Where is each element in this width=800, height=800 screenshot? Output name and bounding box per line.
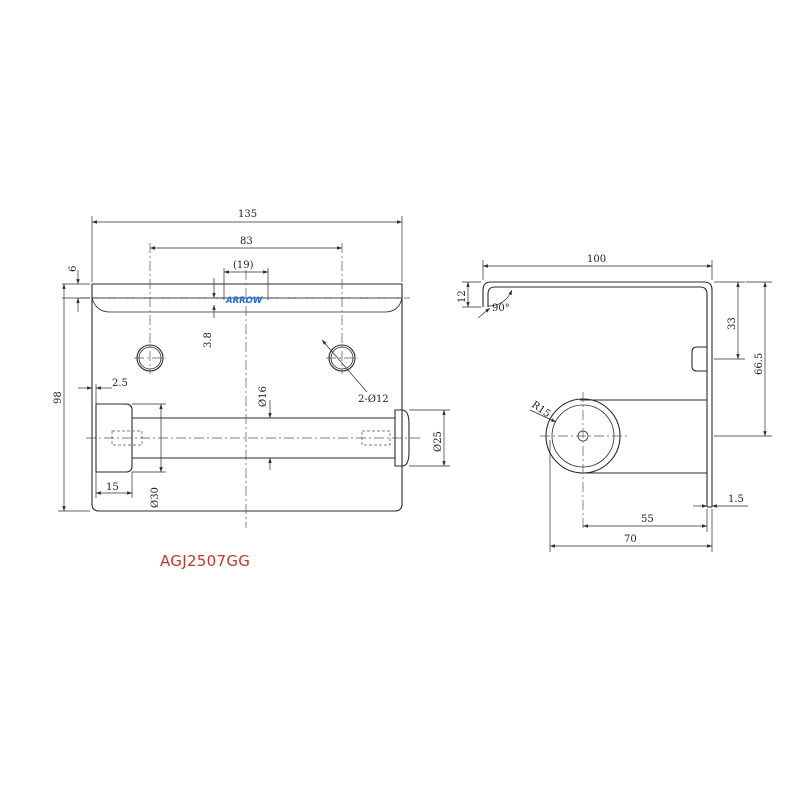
- side-bracket-inner: [487, 286, 708, 507]
- dim-logo-offset: 3.8: [203, 332, 214, 348]
- dim-logo-width: (19): [233, 260, 254, 271]
- dim-radius: R15: [529, 399, 552, 420]
- dim-bar-height: 66.5: [754, 353, 765, 375]
- dim-overall-width: 135: [238, 209, 257, 220]
- dim-overall-depth: 70: [624, 534, 637, 545]
- dim-holes: 2-Ø12: [358, 394, 389, 405]
- dim-angle: 90°: [492, 303, 510, 314]
- dim-cap-diameter: Ø30: [150, 487, 161, 508]
- dim-top-lip: 6: [68, 266, 79, 272]
- side-view: 100 12 90° 33 66.5 R15 55 70: [457, 254, 772, 552]
- dim-bar-offset: 55: [641, 514, 654, 525]
- dim-thickness: 1.5: [728, 494, 744, 505]
- dim-bar-diameter: Ø16: [258, 386, 269, 407]
- dim-cap-length: 15: [106, 482, 119, 493]
- front-plate-outline: [91, 283, 403, 512]
- dim-cap-gap: 2.5: [112, 378, 128, 389]
- front-bar-inner-right: [361, 430, 391, 446]
- dim-end-diameter: Ø25: [433, 431, 444, 452]
- dim-hole-height: 33: [727, 317, 738, 330]
- front-lip-curve: [91, 297, 403, 313]
- side-screw-head: [691, 346, 707, 372]
- model-code-label: AGJ2507GG: [160, 552, 251, 570]
- dim-lip-height: 12: [457, 290, 468, 303]
- brand-logo: ARROW: [225, 296, 263, 306]
- front-end-cap-left: [95, 403, 133, 473]
- front-view: ARROW 135 83 (19) 6 98 3.8 2.5: [53, 209, 450, 528]
- dim-depth: 100: [587, 254, 606, 265]
- front-bar-inner-left: [111, 430, 143, 446]
- dim-hole-spacing: 83: [240, 236, 253, 247]
- front-end-cap-right: [394, 409, 410, 467]
- side-bracket-outer: [482, 281, 713, 507]
- dim-overall-height: 98: [53, 391, 64, 404]
